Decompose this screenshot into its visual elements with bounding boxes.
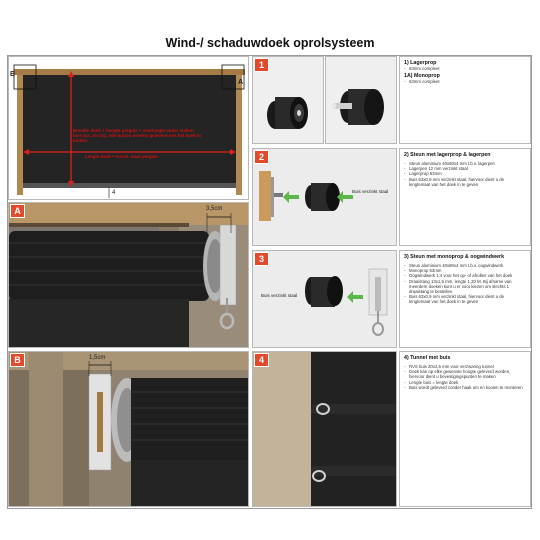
panel-3-monoprop: Buis verzinkt staal 3 [252,250,397,348]
section-1-item: 63mm compleet [404,66,526,71]
section-3-list: Steun aluminium 40x80x4 mm t.b.v. oogwin… [404,263,526,305]
panel-1-lagerprop: 1 [252,56,324,144]
section-3-title: 3) Steun met monoprop & oogwindwerk [404,254,505,260]
badge-4: 4 [254,353,269,367]
section-4-list: RVS buis 20x2,5 mm voor verzwaring tunne… [404,364,526,390]
section-3-item: Steun aluminium 40x80x4 mm t.b.v. oogwin… [404,263,526,268]
section-1a-title: 1A) Monoprop [404,73,440,80]
arrow-label-3: Buis verzinkt staal [261,293,298,298]
steun-lagerpen-illustration [259,171,353,221]
text-section-4: 4) Tunnel met buis RVS buis 20x2,5 mm vo… [399,351,531,507]
corner-label-b: B [10,71,16,78]
section-4-item: RVS buis 20x2,5 mm voor verzwaring tunne… [404,364,526,369]
section-2-item: Buis 63x0,9 mm verzinkt staal, hiervoor … [404,177,526,187]
section-4-item: Lengte buis = lengte doek [404,380,526,385]
section-3-item: Monoprop 63mm [404,268,526,273]
lagerprop-icon [267,97,308,129]
section-3-item: Buis 63x0,9 mm verzinkt staal, hiervoor … [404,294,526,304]
section-2-list: Steun aluminium 40x80x4 mm t.b.v. lagerp… [404,161,526,187]
section-2-title: 2) Steun met lagerprop & lagerpen [404,152,491,158]
text-section-3: 3) Steun met monoprop & oogwindwerk Steu… [399,250,531,348]
tunnel-buis-illustration [253,352,396,506]
text-section-2: 2) Steun met lagerprop & lagerpen Steun … [399,148,531,246]
section-3-item: Oogwindwerk 1:4 voor het op- of afrollen… [404,273,526,278]
section-4-item: Doek kan op elke gewenste hoogte gelever… [404,369,526,379]
panel-4-tunnel: 4 [252,351,397,507]
section-2-item: Lagerprop 63mm [404,171,526,176]
detail-b-illustration [9,352,248,506]
section-2-item: Steun aluminium 40x80x4 mm t.b.v. lagerp… [404,161,526,166]
section-1a-list: 63mm compleet [404,79,526,84]
arrow-label-2: Buis verzinkt staal [352,189,389,194]
badge-2: 2 [254,150,269,164]
detail-a-illustration [9,203,248,347]
steun-monoprop-illustration [305,268,388,336]
badge-b: B [10,353,25,367]
section-1-title: 1) Lagerprop [404,60,437,66]
badge-1: 1 [254,58,269,72]
badge-3: 3 [254,252,269,266]
overview-label-4: 4 [112,190,116,196]
pergola-illustration [13,64,245,198]
badge-a: A [10,204,25,218]
panel-1a-monoprop [325,56,397,144]
section-3-item: Draaistang 13x1,5 mm, lengte 1,20 M. Bij… [404,279,526,295]
page-title: Wind-/ schaduwdoek oprolsysteem [165,36,375,50]
corner-label-a: A [238,79,244,86]
overview-panel: B A Breedte doek + hoogte pergola + voor… [8,56,249,200]
width-note: Breedte doek + hoogte pergola + voorlang… [73,128,201,144]
detail-panel-b: 1,5cm B [8,351,249,507]
measure-a-label: 3,5cm [206,206,223,212]
measure-b-label: 1,5cm [89,355,106,361]
detail-panel-a: 3,5cm A [8,202,249,348]
section-4-title: 4) Tunnel met buis [404,355,451,361]
panel-2-lagerpen: Buis verzinkt staal 2 [252,148,397,246]
section-1-list: 63mm compleet [404,66,526,71]
section-2-item: Lagerpen 12 mm verzinkt staal [404,166,526,171]
length-note: Lengte doek = H.O.H. maat pergola [85,154,158,159]
monoprop-icon [332,89,384,125]
section-1a-item: 63mm compleet [404,79,526,84]
text-section-1: 1) Lagerprop 63mm compleet 1A) Monoprop … [399,56,531,144]
section-4-item: Buis wordt geleverd zonder haak om en ko… [404,385,526,390]
